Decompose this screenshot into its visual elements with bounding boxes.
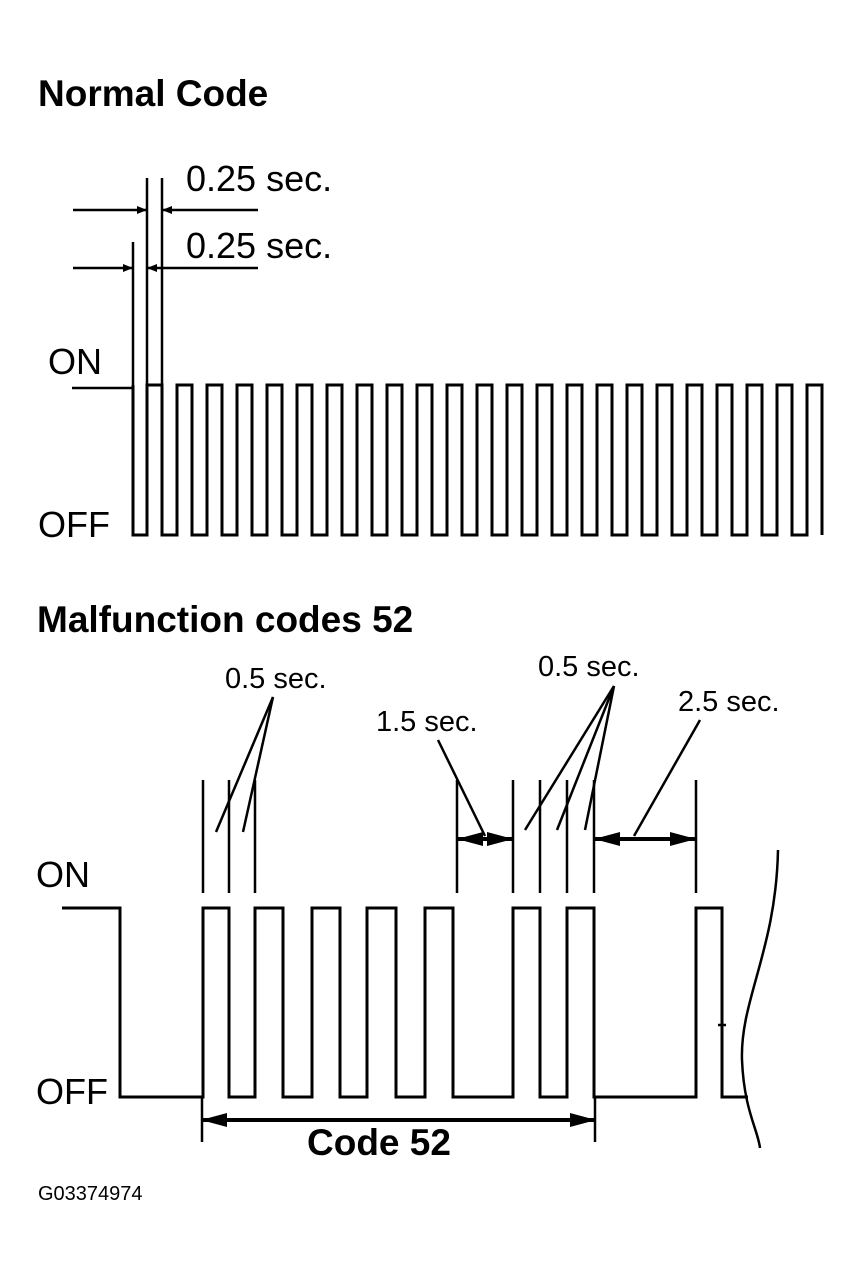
malfunction-on-label: ON bbox=[36, 854, 90, 895]
malfunction-pulse-label-b: 0.5 sec. bbox=[538, 651, 640, 683]
malfunction-off-label: OFF bbox=[36, 1071, 108, 1112]
malfunction-code-waveform bbox=[62, 906, 748, 1099]
malfunction-leader-line bbox=[555, 685, 616, 831]
malfunction-leader-line bbox=[241, 696, 275, 833]
malfunction-pulse-label-a: 0.5 sec. bbox=[225, 663, 327, 695]
malfunction-leader-line bbox=[523, 685, 616, 831]
malfunction-code-title: Malfunction codes 52 bbox=[37, 599, 413, 640]
normal-pulse-duration-label-1: 0.25 sec. bbox=[186, 158, 332, 199]
code-52-label: Code 52 bbox=[307, 1122, 451, 1163]
normal-off-label: OFF bbox=[38, 504, 110, 545]
normal-pulse-duration-label-2: 0.25 sec. bbox=[186, 225, 332, 266]
malfunction-leader-line bbox=[632, 719, 702, 837]
normal-on-label: ON bbox=[48, 341, 102, 382]
malfunction-leader-line bbox=[436, 739, 487, 837]
malfunction-leader-line bbox=[214, 696, 275, 833]
break-line-icon bbox=[740, 849, 780, 1149]
normal-code-title: Normal Code bbox=[38, 73, 268, 114]
malfunction-leader-line bbox=[583, 685, 616, 831]
malfunction-pause-label: 1.5 sec. bbox=[376, 706, 478, 738]
malfunction-gap-label: 2.5 sec. bbox=[678, 686, 780, 718]
normal-code-waveform bbox=[131, 383, 824, 537]
figure-id: G03374974 bbox=[38, 1183, 143, 1205]
